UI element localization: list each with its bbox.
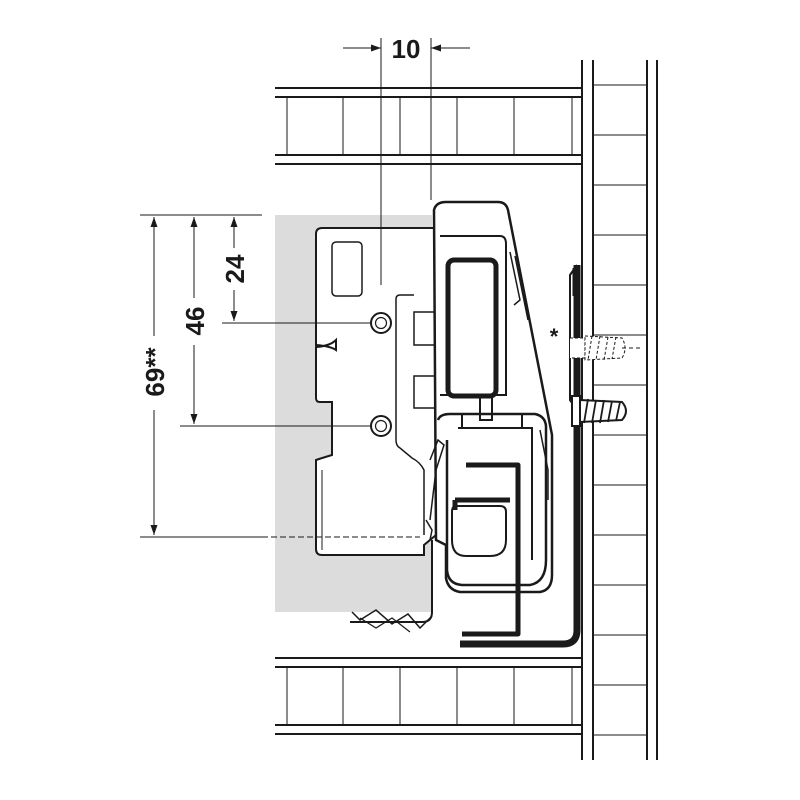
dimension-69: 69**: [140, 217, 170, 535]
dimension-24: 24: [220, 217, 250, 321]
dimension-label-69: 69**: [140, 347, 170, 397]
dimension-label-10: 10: [392, 34, 421, 64]
optional-screw-icon: [570, 335, 640, 361]
drawer-runner: [350, 200, 554, 637]
front-fixing-bracket: [315, 227, 437, 556]
mounting-hole-upper: [370, 312, 392, 334]
lower-drawer-panel: [275, 657, 582, 735]
upper-drawer-panel: [275, 87, 582, 165]
dimension-extension-lines: [140, 214, 420, 538]
dimension-46: 46: [180, 217, 210, 424]
cabinet-side-wall: [581, 60, 658, 760]
dimension-width: 10: [343, 34, 470, 285]
dimension-label-24: 24: [220, 254, 250, 283]
screw-marker-label: *: [550, 324, 559, 349]
fixing-screw-icon: [571, 395, 627, 427]
wall-hatch-lines: [593, 84, 647, 736]
mounting-hole-lower: [370, 415, 392, 437]
dimension-label-46: 46: [180, 307, 210, 336]
runner-slot: [445, 257, 499, 399]
